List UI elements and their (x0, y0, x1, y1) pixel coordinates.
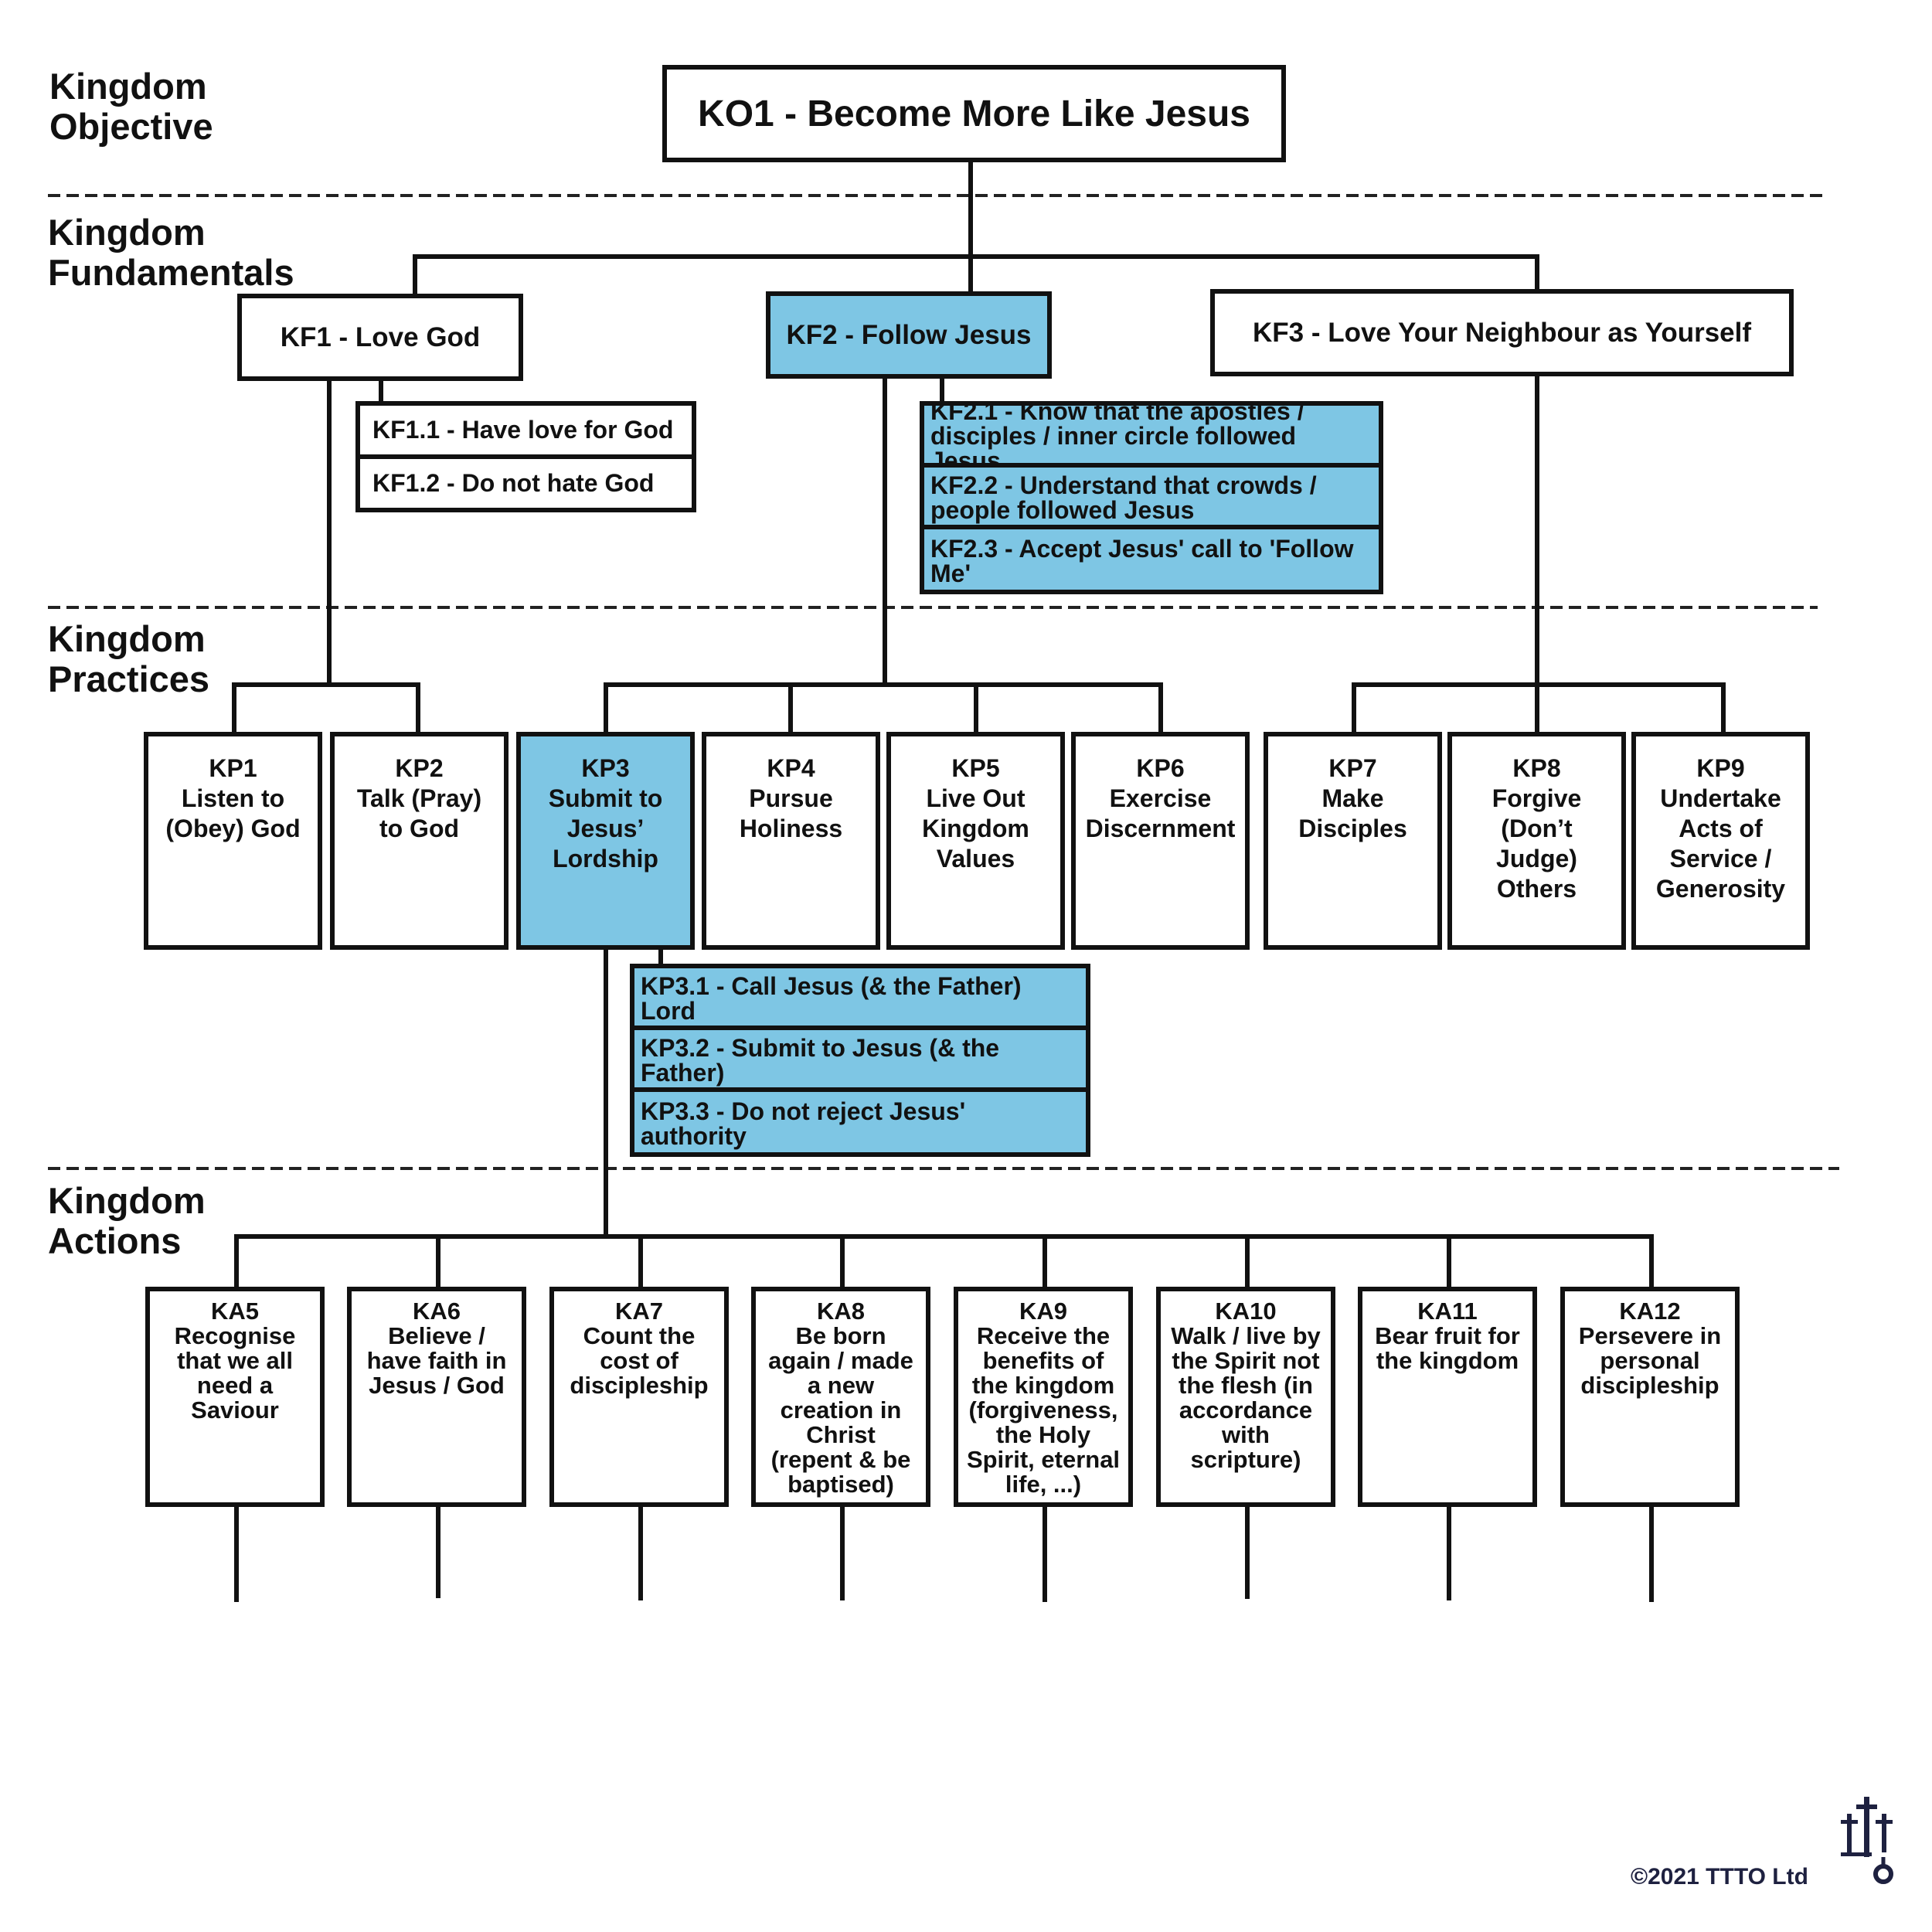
kf1-label: KF1 - Love God (280, 321, 481, 352)
practice-box-kp3: KP3 Submit to Jesus’ Lordship (516, 732, 695, 950)
kf2-label: KF2 - Follow Jesus (786, 319, 1032, 350)
action-box-ka9: KA9 Receive the benefits of the kingdom … (954, 1287, 1133, 1507)
level-label-actions: Kingdom Actions (48, 1180, 206, 1261)
action-box-ka11: KA11 Bear fruit for the kingdom (1358, 1287, 1537, 1507)
level-label-fundamentals: Kingdom Fundamentals (48, 212, 294, 293)
sub-item-kf2-2: KF2.2 - Understand that crowds / people … (920, 463, 1383, 529)
action-box-ka12: KA12 Persevere in personal discipleship (1560, 1287, 1740, 1507)
practice-box-kp7: KP7 Make Disciples (1264, 732, 1442, 950)
sub-item-kf1-1: KF1.1 - Have love for God (355, 401, 696, 459)
practice-box-kp9: KP9 Undertake Acts of Service / Generosi… (1631, 732, 1810, 950)
sub-item-kf1-2: KF1.2 - Do not hate God (355, 454, 696, 512)
fundamental-box-kf3: KF3 - Love Your Neighbour as Yourself (1210, 289, 1794, 376)
action-box-ka10: KA10 Walk / live by the Spirit not the f… (1156, 1287, 1335, 1507)
action-box-ka6: KA6 Believe / have faith in Jesus / God (347, 1287, 526, 1507)
fundamental-box-kf2: KF2 - Follow Jesus (766, 291, 1052, 379)
practice-box-kp1: KP1 Listen to (Obey) God (144, 732, 322, 950)
sub-item-kf2-3: KF2.3 - Accept Jesus' call to 'Follow Me… (920, 525, 1383, 594)
action-box-ka5: KA5 Recognise that we all need a Saviour (145, 1287, 325, 1507)
fundamental-box-kf1: KF1 - Love God (237, 294, 523, 381)
practice-box-kp2: KP2 Talk (Pray) to God (330, 732, 509, 950)
objective-label: KO1 - Become More Like Jesus (698, 93, 1250, 134)
sub-item-kf2-1: KF2.1 - Know that the apostles / discipl… (920, 399, 1383, 473)
level-label-objective: Kingdom Objective (49, 66, 213, 147)
sub-item-kp3-2: KP3.2 - Submit to Jesus (& the Father) (630, 1026, 1090, 1092)
practice-box-kp4: KP4 Pursue Holiness (702, 732, 880, 950)
sub-item-kp3-1: KP3.1 - Call Jesus (& the Father) Lord (630, 964, 1090, 1030)
objective-box-ko1: KO1 - Become More Like Jesus (662, 65, 1286, 162)
sub-item-kp3-3: KP3.3 - Do not reject Jesus' authority (630, 1087, 1090, 1157)
three-crosses-icon (1841, 1797, 1893, 1884)
practice-box-kp6: KP6 Exercise Discernment (1071, 732, 1250, 950)
action-box-ka7: KA7 Count the cost of discipleship (549, 1287, 729, 1507)
level-label-practices: Kingdom Practices (48, 618, 210, 699)
practice-box-kp5: KP5 Live Out Kingdom Values (886, 732, 1065, 950)
kf3-label: KF3 - Love Your Neighbour as Yourself (1252, 317, 1752, 348)
copyright-text: ©2021 TTTO Ltd (1631, 1864, 1808, 1889)
action-box-ka8: KA8 Be born again / made a new creation … (751, 1287, 930, 1507)
practice-box-kp8: KP8 Forgive (Don’t Judge) Others (1447, 732, 1626, 950)
